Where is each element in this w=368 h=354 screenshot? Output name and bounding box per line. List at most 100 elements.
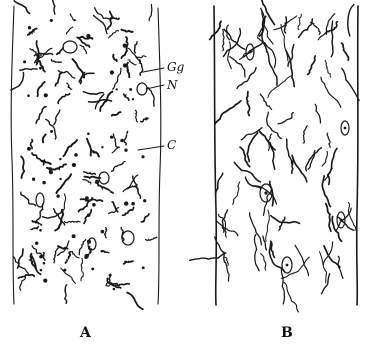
fiber xyxy=(32,246,44,256)
granule xyxy=(132,98,134,100)
panel-label-a: A xyxy=(80,326,91,340)
granule xyxy=(87,132,90,135)
fiber xyxy=(328,148,337,184)
granule xyxy=(59,158,61,160)
fiber xyxy=(127,293,143,310)
fiber xyxy=(127,63,129,77)
fiber xyxy=(298,14,301,29)
granule xyxy=(110,70,114,74)
fiber xyxy=(215,101,241,124)
fiber xyxy=(112,147,119,153)
fiber xyxy=(30,49,37,56)
granule xyxy=(113,288,116,291)
fiber xyxy=(31,226,39,229)
fiber xyxy=(65,285,67,303)
fiber xyxy=(259,130,275,150)
fiber xyxy=(308,56,316,74)
fiber xyxy=(43,134,46,142)
annotation-gg: Gg xyxy=(167,61,184,73)
granule xyxy=(56,194,59,197)
fiber xyxy=(224,29,241,57)
granule xyxy=(124,149,127,152)
granule xyxy=(72,163,76,167)
fiber xyxy=(250,213,262,245)
fiber xyxy=(306,148,322,171)
fiber xyxy=(11,73,24,90)
granule xyxy=(116,88,118,90)
fiber xyxy=(230,57,245,77)
fiber xyxy=(56,174,71,193)
granule xyxy=(142,266,145,269)
fiber xyxy=(299,19,313,37)
fiber xyxy=(61,268,76,283)
fiber xyxy=(58,71,74,79)
granule xyxy=(129,88,132,91)
nucleus xyxy=(36,193,44,207)
granule xyxy=(44,93,48,97)
granule xyxy=(87,214,90,217)
fiber xyxy=(84,172,96,174)
fiber xyxy=(326,204,331,232)
fiber xyxy=(54,110,60,124)
fiber xyxy=(124,94,129,100)
panel-a-fibers xyxy=(11,0,157,309)
granule xyxy=(120,139,124,143)
fiber xyxy=(217,221,238,236)
granule xyxy=(92,203,96,207)
fiber xyxy=(228,42,232,69)
nucleolus xyxy=(264,191,267,194)
fiber xyxy=(36,107,46,124)
fiber xyxy=(20,69,37,71)
gg-leader-line xyxy=(143,68,164,72)
fiber xyxy=(55,73,61,86)
fiber xyxy=(268,76,292,98)
granule xyxy=(50,19,53,22)
fiber xyxy=(83,92,103,95)
fiber xyxy=(278,113,293,124)
fiber xyxy=(105,228,107,238)
fiber xyxy=(268,52,278,85)
fiber xyxy=(141,214,148,222)
fiber xyxy=(320,252,327,283)
fiber xyxy=(237,68,256,89)
fiber xyxy=(108,12,113,30)
fiber xyxy=(149,5,152,21)
fiber xyxy=(303,126,307,143)
granule xyxy=(101,230,105,234)
fiber xyxy=(216,173,223,196)
fiber xyxy=(271,241,275,257)
fiber xyxy=(20,278,26,290)
panel-a-right-border xyxy=(158,8,161,304)
fiber xyxy=(287,139,292,164)
granule xyxy=(74,153,78,157)
fiber xyxy=(124,131,127,145)
fiber xyxy=(113,68,121,89)
granule xyxy=(141,155,144,158)
granule xyxy=(27,94,30,97)
granule xyxy=(43,279,47,283)
fiber xyxy=(19,275,35,278)
panel-b-left-border xyxy=(214,6,216,305)
fiber xyxy=(247,92,250,116)
granule xyxy=(91,267,94,270)
granule xyxy=(123,63,127,67)
fiber xyxy=(281,257,309,278)
fiber xyxy=(38,59,45,72)
fiber xyxy=(315,104,320,123)
granule xyxy=(109,274,112,277)
fiber xyxy=(28,29,37,35)
annotation-c: C xyxy=(167,139,176,151)
fiber xyxy=(292,156,293,174)
nucleolus xyxy=(340,219,343,222)
fiber xyxy=(57,47,63,54)
fiber xyxy=(322,151,327,166)
granule xyxy=(145,117,148,120)
fiber xyxy=(266,210,270,242)
fiber xyxy=(31,140,33,149)
fiber xyxy=(331,21,333,57)
fiber xyxy=(32,221,41,225)
panel-label-b: B xyxy=(281,326,293,340)
fiber xyxy=(70,14,75,21)
fiber xyxy=(123,208,134,216)
